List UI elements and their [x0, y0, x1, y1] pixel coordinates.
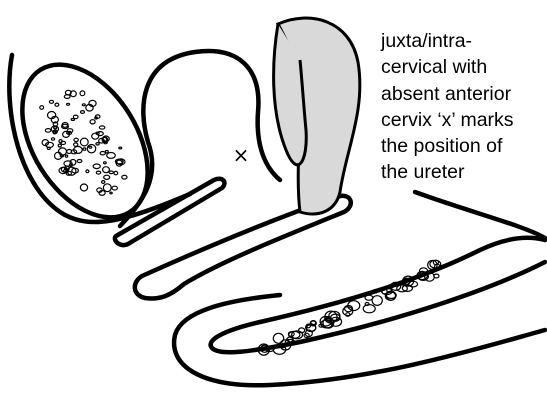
stipple-dot — [51, 138, 54, 140]
stipple-dot — [86, 170, 89, 173]
stipple-dot — [80, 184, 87, 191]
rectum-lower-wall — [174, 295, 545, 385]
stipple-dot — [80, 91, 85, 96]
stipple-dot — [80, 138, 88, 146]
caption-line-6: the ureter — [381, 159, 547, 185]
stipple-dot — [102, 181, 105, 184]
stipple-dot — [114, 171, 118, 174]
stipple-dot — [107, 153, 116, 159]
stipple-dot — [122, 175, 127, 179]
stipple-dot — [83, 148, 86, 150]
stipple-dot — [47, 147, 50, 149]
rectum-outer-wall — [415, 192, 545, 238]
stipple-dot — [89, 146, 92, 148]
stipple-dot — [93, 164, 100, 169]
stipple-dot — [59, 148, 67, 155]
stipple-dot — [73, 115, 78, 119]
stipple-dot — [74, 138, 78, 141]
stipple-dot — [346, 313, 350, 317]
stipple-dot — [64, 95, 70, 99]
stipple-dot — [67, 103, 70, 105]
stipple-dot — [90, 120, 95, 124]
stipple-dot — [54, 127, 57, 129]
stipple-dot — [49, 100, 53, 103]
stipple-dot — [55, 103, 59, 106]
stipple-dot — [96, 171, 100, 174]
caption-line-1: juxta/intra- — [381, 28, 547, 54]
stipple-dot — [372, 296, 382, 306]
caption: juxta/intra- cervical with absent anteri… — [381, 28, 547, 186]
stipple-dot — [104, 162, 107, 164]
stipple-dot — [82, 104, 85, 106]
stipple-dot — [87, 145, 95, 153]
stipple-dot — [96, 143, 99, 145]
caption-line-4: cervix ‘x’ marks — [381, 107, 547, 133]
caption-line-5: the position of — [381, 133, 547, 159]
stipple-dot — [119, 147, 122, 149]
stipple-dot — [40, 106, 44, 110]
caption-line-2: cervical with — [381, 54, 547, 80]
stipple-dot — [110, 192, 112, 194]
stipple-dot — [363, 305, 375, 313]
stipple-dot — [74, 143, 78, 146]
stipple-dot — [77, 160, 82, 163]
stipple-dot — [81, 111, 85, 114]
stipple-dot — [45, 129, 51, 133]
stipple-dot — [105, 151, 108, 153]
bladder-stipple — [40, 90, 127, 195]
stipple-dot — [65, 155, 67, 157]
stipple-dot — [109, 171, 113, 174]
stipple-dot — [103, 167, 110, 173]
stipple-dot — [273, 333, 283, 343]
stipple-dot — [112, 186, 117, 190]
rectum-stipple — [258, 260, 441, 355]
stipple-dot — [100, 152, 105, 155]
stipple-dot — [99, 126, 104, 129]
stipple-dot — [70, 160, 76, 166]
stipple-dot — [104, 175, 110, 179]
stipple-dot — [103, 184, 111, 192]
ureter-position-marker: × — [233, 143, 250, 167]
caption-line-3: absent anterior — [381, 81, 547, 107]
